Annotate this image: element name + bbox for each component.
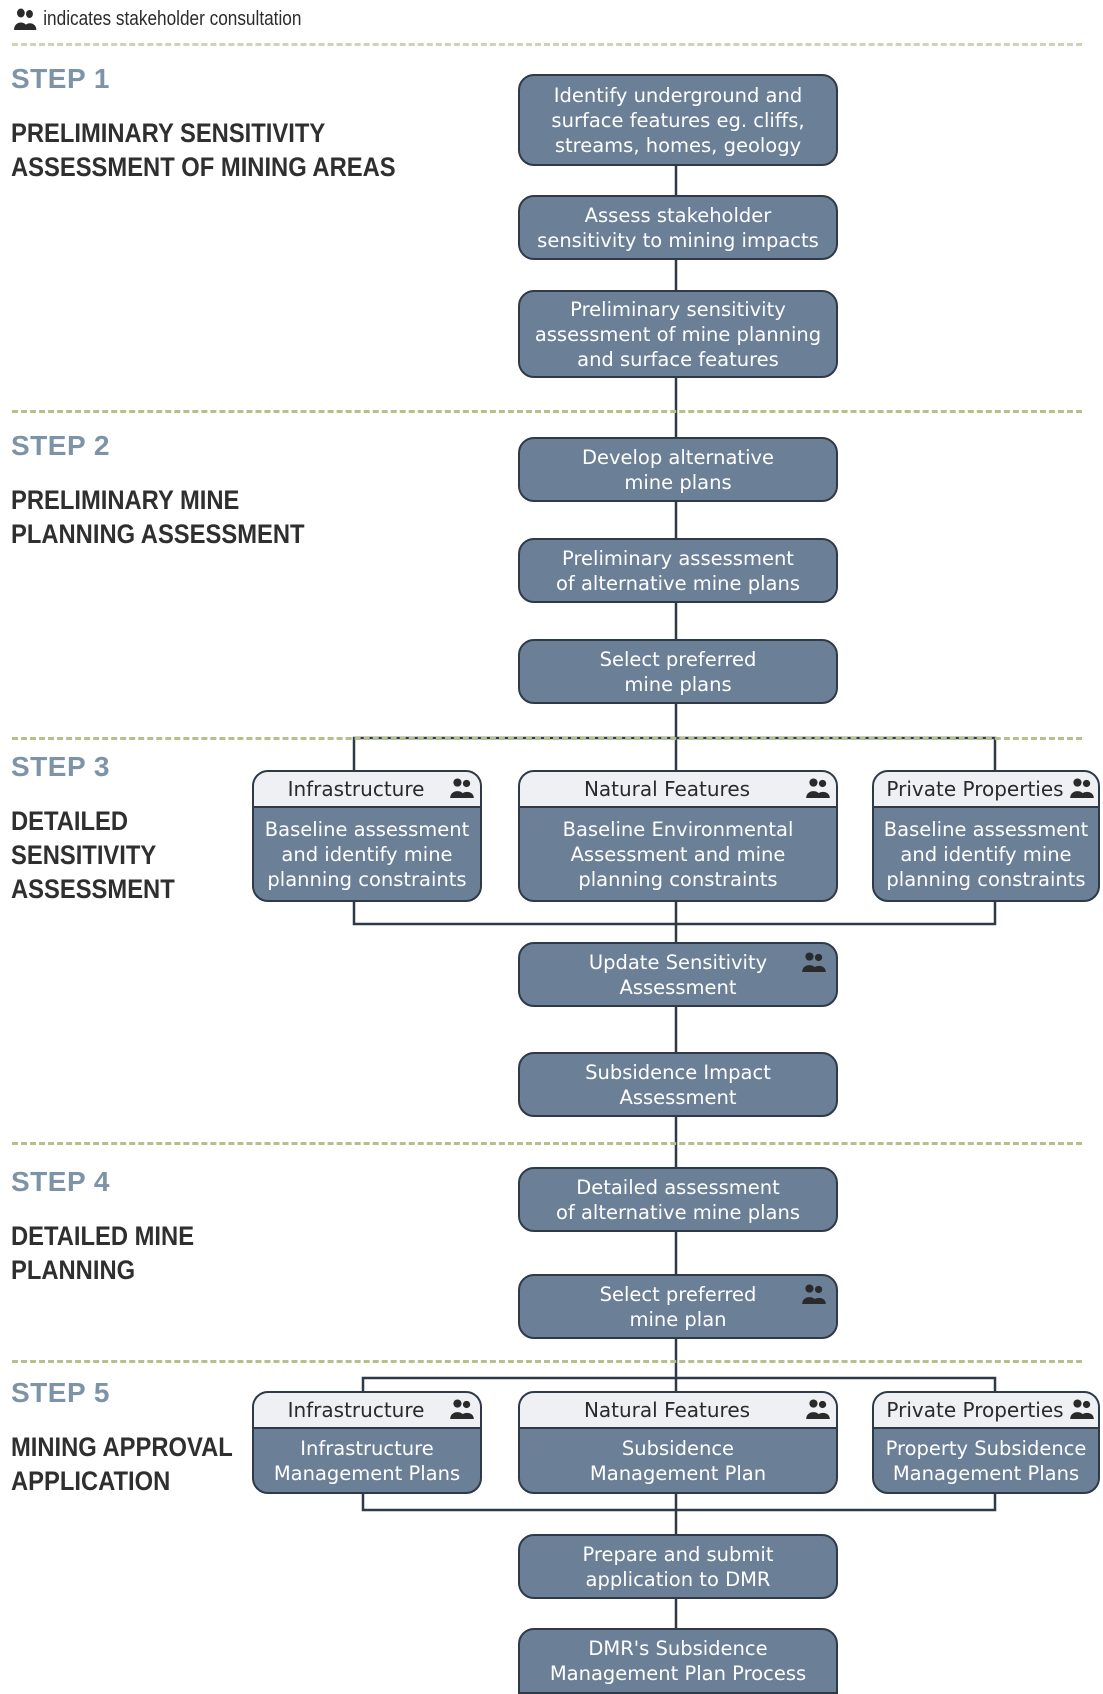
people-icon — [806, 1399, 830, 1419]
dmr-process-box: DMR's Subsidence Management Plan Process — [518, 1628, 838, 1694]
step-separator — [12, 43, 1082, 46]
category-body: Subsidence Management Plan — [589, 1436, 767, 1485]
category-header-label: Natural Features — [583, 777, 751, 801]
category-header: Natural Features — [520, 1393, 836, 1429]
category-body: Baseline assessment and identify mine pl… — [264, 817, 470, 891]
people-icon — [14, 8, 37, 30]
people-icon — [802, 952, 826, 972]
people-icon — [450, 1399, 474, 1419]
category-infrastructure-box: Infrastructure Baseline assessment and i… — [252, 770, 482, 902]
step-number: STEP 1 — [11, 63, 110, 94]
category-body: Property Subsidence Management Plans — [885, 1436, 1087, 1485]
legend: indicates stakeholder consultation — [14, 6, 301, 32]
detailed-assessment-alt-box: Detailed assessment of alternative mine … — [518, 1167, 838, 1232]
people-icon — [1070, 1399, 1094, 1419]
category-private-properties-box: Private Properties Baseline assessment a… — [872, 770, 1100, 902]
select-preferred-plans-box: Select preferred mine plans — [518, 639, 838, 704]
legend-label: indicates stakeholder consultation — [43, 7, 302, 30]
category-natural-features-box: Natural Features Subsidence Management P… — [518, 1391, 838, 1494]
box-label: Select preferred mine plan — [599, 1282, 757, 1331]
step-separator — [12, 410, 1082, 413]
preliminary-assessment-alt-box: Preliminary assessment of alternative mi… — [518, 538, 838, 603]
category-infrastructure-box: Infrastructure Infrastructure Management… — [252, 1391, 482, 1494]
step-4-label: STEP 4 DETAILED MINE PLANNING — [11, 1165, 491, 1287]
step-title: DETAILED MINE PLANNING — [11, 1221, 195, 1285]
step-title: MINING APPROVAL APPLICATION — [11, 1432, 233, 1496]
people-icon — [450, 778, 474, 798]
step-2-label: STEP 2 PRELIMINARY MINE PLANNING ASSESSM… — [11, 429, 491, 551]
step-number: STEP 2 — [11, 430, 110, 461]
category-private-properties-box: Private Properties Property Subsidence M… — [872, 1391, 1100, 1494]
category-body: Baseline assessment and identify mine pl… — [883, 817, 1089, 891]
category-header-label: Infrastructure — [287, 777, 425, 801]
prepare-submit-box: Prepare and submit application to DMR — [518, 1534, 838, 1599]
category-header-label: Private Properties — [886, 1398, 1064, 1422]
update-sensitivity-box: Update Sensitivity Assessment — [518, 942, 838, 1007]
step-number: STEP 5 — [11, 1377, 110, 1408]
step-title: DETAILED SENSITIVITY ASSESSMENT — [11, 806, 175, 904]
category-natural-features-box: Natural Features Baseline Environmental … — [518, 770, 838, 902]
category-header: Natural Features — [520, 772, 836, 808]
category-header: Private Properties — [874, 1393, 1098, 1429]
step-separator — [12, 1142, 1082, 1145]
category-header: Infrastructure — [254, 1393, 480, 1429]
step-title: PRELIMINARY MINE PLANNING ASSESSMENT — [11, 485, 305, 549]
step-separator — [12, 737, 1082, 740]
category-header-label: Private Properties — [886, 777, 1064, 801]
category-header-label: Infrastructure — [287, 1398, 425, 1422]
step-1-label: STEP 1 PRELIMINARY SENSITIVITY ASSESSMEN… — [11, 62, 491, 184]
preliminary-sensitivity-box: Preliminary sensitivity assessment of mi… — [518, 290, 838, 378]
category-header: Infrastructure — [254, 772, 480, 808]
category-header: Private Properties — [874, 772, 1098, 808]
people-icon — [802, 1284, 826, 1304]
assess-stakeholder-box: Assess stakeholder sensitivity to mining… — [518, 195, 838, 260]
category-body: Infrastructure Management Plans — [273, 1436, 461, 1485]
step-5-label: STEP 5 MINING APPROVAL APPLICATION — [11, 1376, 491, 1498]
people-icon — [806, 778, 830, 798]
step-3-label: STEP 3 DETAILED SENSITIVITY ASSESSMENT — [11, 750, 491, 906]
develop-alternative-box: Develop alternative mine plans — [518, 437, 838, 502]
identify-features-box: Identify underground and surface feature… — [518, 74, 838, 166]
step-separator — [12, 1360, 1082, 1363]
box-label: Update Sensitivity Assessment — [588, 950, 768, 999]
step-number: STEP 3 — [11, 751, 110, 782]
step-number: STEP 4 — [11, 1166, 110, 1197]
category-body: Baseline Environmental Assessment and mi… — [562, 817, 794, 891]
select-preferred-plan-box: Select preferred mine plan — [518, 1274, 838, 1339]
subsidence-impact-box: Subsidence Impact Assessment — [518, 1052, 838, 1117]
step-title: PRELIMINARY SENSITIVITY ASSESSMENT OF MI… — [11, 118, 396, 182]
category-header-label: Natural Features — [583, 1398, 751, 1422]
people-icon — [1070, 778, 1094, 798]
